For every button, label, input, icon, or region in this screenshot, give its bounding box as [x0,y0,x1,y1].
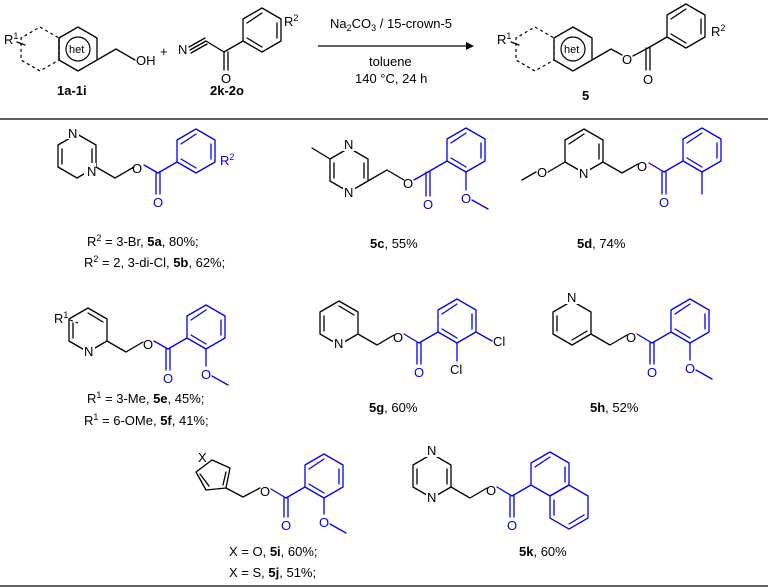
r2-label: R2 [284,13,298,29]
conditions-temperature: 140 °C, 24 h [355,71,427,86]
ester-o: O [486,483,496,498]
product-label: 5 [582,88,589,103]
r2-label-product: R2 [711,23,725,39]
carbonyl-o: O [507,518,517,533]
r2-substituent: R2 [220,152,234,168]
product-5j-line: X = S, 5j, 51%; [229,565,316,580]
pyrazine-n2: N [427,490,436,505]
product-5k-line: 5k, 60% [519,544,567,559]
reaction-arrow: Na2CO3 / 15-crown-5 toluene 140 °C, 24 h [318,16,474,86]
product-5e-5f: R1 N O O O R1 = 3-Me, 5e, 45%; R1 = 6-OM… [54,304,229,428]
ester-o: O [393,330,403,345]
product-5b-line: R2 = 2, 3-di-Cl, 5b, 62%; [84,254,225,270]
carbonyl-o: O [153,195,163,210]
methoxy-o: O [461,191,471,206]
pyridine-n: N [579,166,588,181]
hydroxyl-label: OH [136,53,156,68]
product-5f-line: R1 = 6-OMe, 5f, 41%; [84,412,209,428]
pyridine-n: N [334,336,343,351]
product-5c-line: 5c, 55% [370,236,418,251]
chloro-2: Cl [450,362,462,377]
r1-label: R1 [4,31,18,47]
conditions-solvent: toluene [369,54,412,69]
pyrazine-n1: N [344,137,353,152]
carbonyl-o: O [221,71,231,86]
methoxy-o: O [319,515,329,530]
reactant-1: het R1 OH 1a-1i [4,26,156,98]
ester-o: O [260,484,270,499]
methoxy-o: O [537,165,547,180]
carbonyl-o: O [414,365,424,380]
pyrazine-n2: N [344,185,353,200]
product-5d: O N O O 5d, 74% [521,127,722,251]
pyrazine-n1: N [68,126,77,141]
pyridine-n: N [84,344,93,359]
product-5g-line: 5g, 60% [369,400,418,415]
ester-o: O [637,159,647,174]
product-5a-5b: N N O O R2 R2 = 3-Br, 5a, 80%; R2 = 2, 3… [57,126,234,270]
product-5i-5j: X O O O X = O, 5i, 60%; X = S, 5j, 51%; [195,450,347,580]
product-5g: N O O Cl Cl 5g, 60% [319,298,505,415]
nitrile-n: N [178,42,187,57]
carbonyl-o: O [281,518,291,533]
carbonyl-o: O [163,371,173,386]
ester-o: O [626,330,636,345]
r1-substituent: R1 [54,310,68,326]
het-label: het [69,44,84,56]
product-5i-line: X = O, 5i, 60%; [229,544,318,559]
carbonyl-o: O [647,365,657,380]
product-5k: N N O O 5k, 60% [412,443,589,559]
pyridine-n: N [567,290,576,305]
methoxy-o: O [201,367,211,382]
chloro-3: Cl [493,334,505,349]
carbonyl-o: O [659,195,669,210]
heteroatom-x: X [198,450,207,465]
ester-o: O [403,176,413,191]
reactant1-label: 1a-1i [57,83,87,98]
carbonyl-o: O [423,197,433,212]
reactant-2: N O R2 2k-2o [178,7,298,98]
ester-o: O [622,52,632,67]
product-5h: N O O O 5h, 52% [552,290,713,415]
reactant2-label: 2k-2o [210,83,244,98]
product-5h-line: 5h, 52% [590,400,639,415]
ester-o: O [132,161,142,176]
product-5a-line: R2 = 3-Br, 5a, 80%; [87,233,199,249]
pyrazine-n1: N [427,443,436,458]
plus-sign: + [160,44,168,59]
product-general: het R1 O O R2 5 [497,3,725,103]
product-5e-line: R1 = 3-Me, 5e, 45%; [87,390,204,406]
ester-o: O [143,337,153,352]
conditions-reagents: Na2CO3 / 15-crown-5 [330,16,452,33]
het-label-product: het [564,44,579,56]
ester-carbonyl-o: O [643,72,653,87]
r1-label-product: R1 [497,31,511,47]
product-5d-line: 5d, 74% [577,236,626,251]
pyrazine-n2: N [87,164,96,179]
product-5c: N N O O O 5c, 55% [311,127,489,251]
methoxy-o: O [685,361,695,376]
